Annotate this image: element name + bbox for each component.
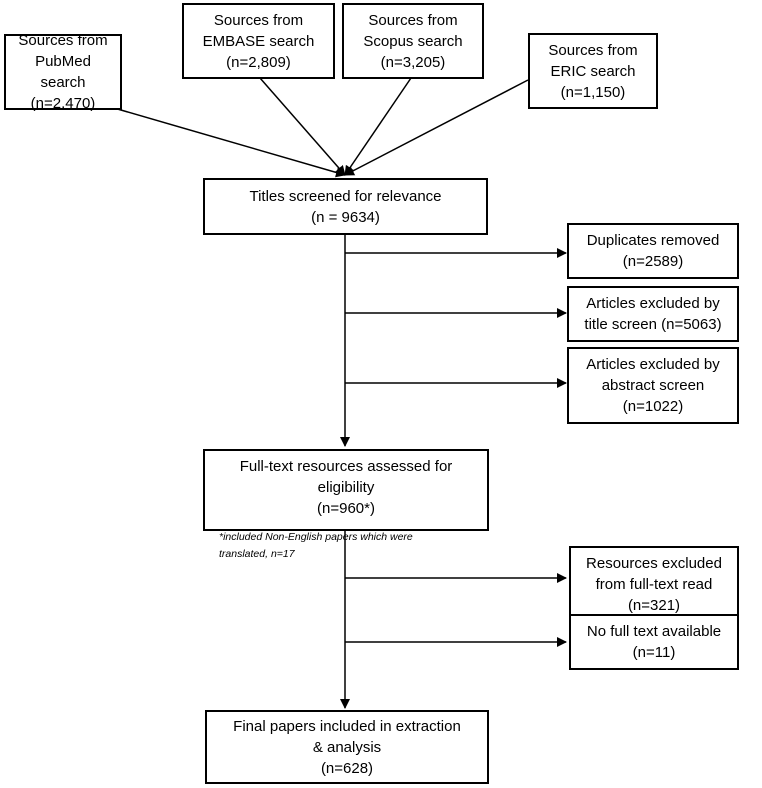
- no-fulltext-box: No full text available (n=11): [569, 614, 739, 670]
- eric-source-box: Sources from ERIC search (n=1,150): [528, 33, 658, 109]
- abstract-screen-excluded-box: Articles excluded by abstract screen (n=…: [567, 347, 739, 424]
- titles-screened-box: Titles screened for relevance (n = 9634): [203, 178, 488, 235]
- duplicates-removed-box: Duplicates removed (n=2589): [567, 223, 739, 279]
- arrow-scopus-to-titles: [344, 77, 412, 176]
- fulltext-assessed-box: Full-text resources assessed for eligibi…: [203, 449, 489, 560]
- final-papers-box: Final papers included in extraction & an…: [205, 710, 489, 784]
- arrow-embase-to-titles: [259, 77, 346, 176]
- title-screen-excluded-box: Articles excluded by title screen (n=506…: [567, 286, 739, 342]
- scopus-source-box: Sources from Scopus search (n=3,205): [342, 3, 484, 79]
- arrow-eric-to-titles: [344, 79, 529, 176]
- pubmed-source-box: Sources from PubMed search (n=2,470): [4, 32, 122, 112]
- non-english-footnote: *included Non-English papers which were …: [219, 531, 413, 560]
- arrow-pubmed-to-titles: [113, 107, 346, 178]
- embase-source-box: Sources from EMBASE search (n=2,809): [182, 3, 335, 79]
- fulltext-excluded-box: Resources excluded from full-text read (…: [569, 546, 739, 622]
